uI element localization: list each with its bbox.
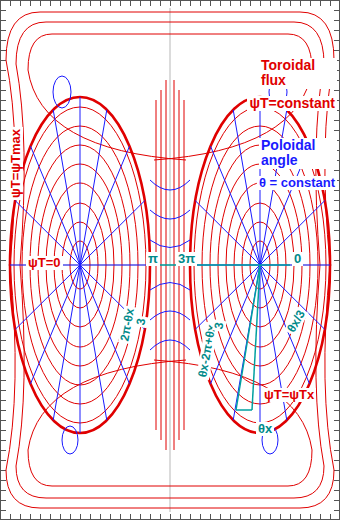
legend-text: Toroidal flux	[259, 58, 337, 89]
angle-label: 3	[212, 319, 227, 332]
axis-line	[170, 8, 171, 512]
poloidal-angle-lines	[10, 76, 330, 454]
legend-text: Poloidal angle	[259, 138, 337, 169]
xpoint-label: ψT=ψTx	[262, 388, 316, 402]
boundary-label: ψT=ψTmax	[9, 127, 23, 200]
tick-marks	[0, 514, 340, 520]
angle-label: 3	[134, 315, 149, 328]
angle-label: θx	[256, 422, 274, 436]
tick-marks	[0, 0, 6, 520]
angle-label: 0	[292, 252, 303, 266]
angle-label: 3π	[176, 252, 197, 266]
legend-text: ψT=constant	[247, 96, 337, 111]
legend-text: θ = constant	[257, 176, 337, 190]
angle-label: π	[146, 252, 160, 266]
tick-marks	[0, 0, 340, 6]
axis-label: ψT=0	[26, 256, 63, 270]
